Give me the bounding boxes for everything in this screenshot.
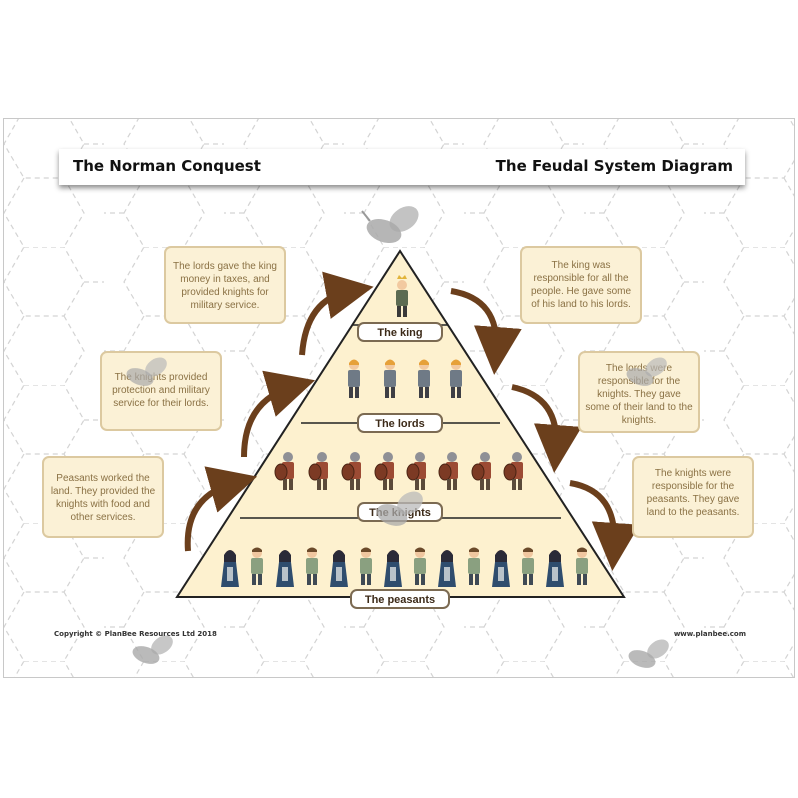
copyright-text: Copyright © PlanBee Resources Ltd 2018 [54,630,217,638]
note-peasants-to-knights: Peasants worked the land. They provided … [42,456,164,538]
bee-watermark-icon [361,206,419,244]
bee-watermark-icon [132,635,173,664]
diagram-title: The Feudal System Diagram [495,157,733,175]
curved-arrow-icon [450,288,522,375]
note-lords-to-king: The lords gave the king money in taxes, … [164,246,286,324]
curved-arrow-icon [511,384,582,473]
curved-arrow-icon [569,480,640,571]
bee-watermark-icon [376,491,423,526]
website-link[interactable]: www.planbee.com [673,630,746,638]
note-knights-to-peasants: The knights were responsible for the pea… [632,456,754,538]
topic-title: The Norman Conquest [73,157,261,175]
tier-label-peasants: The peasants [350,589,450,609]
curved-arrow-icon [184,466,258,552]
tier-label-lords: The lords [357,413,443,433]
bee-watermark-icon [126,357,167,386]
curved-arrow-icon [299,271,374,356]
worksheet: The Norman Conquest The Feudal System Di… [3,118,795,678]
title-bar: The Norman Conquest The Feudal System Di… [59,149,745,185]
tier-label-king: The king [357,322,443,342]
note-king-to-lords: The king was responsible for all the peo… [520,246,642,324]
curved-arrow-icon [241,370,316,458]
bee-watermark-icon [628,639,669,668]
bee-watermark-icon [626,357,667,386]
